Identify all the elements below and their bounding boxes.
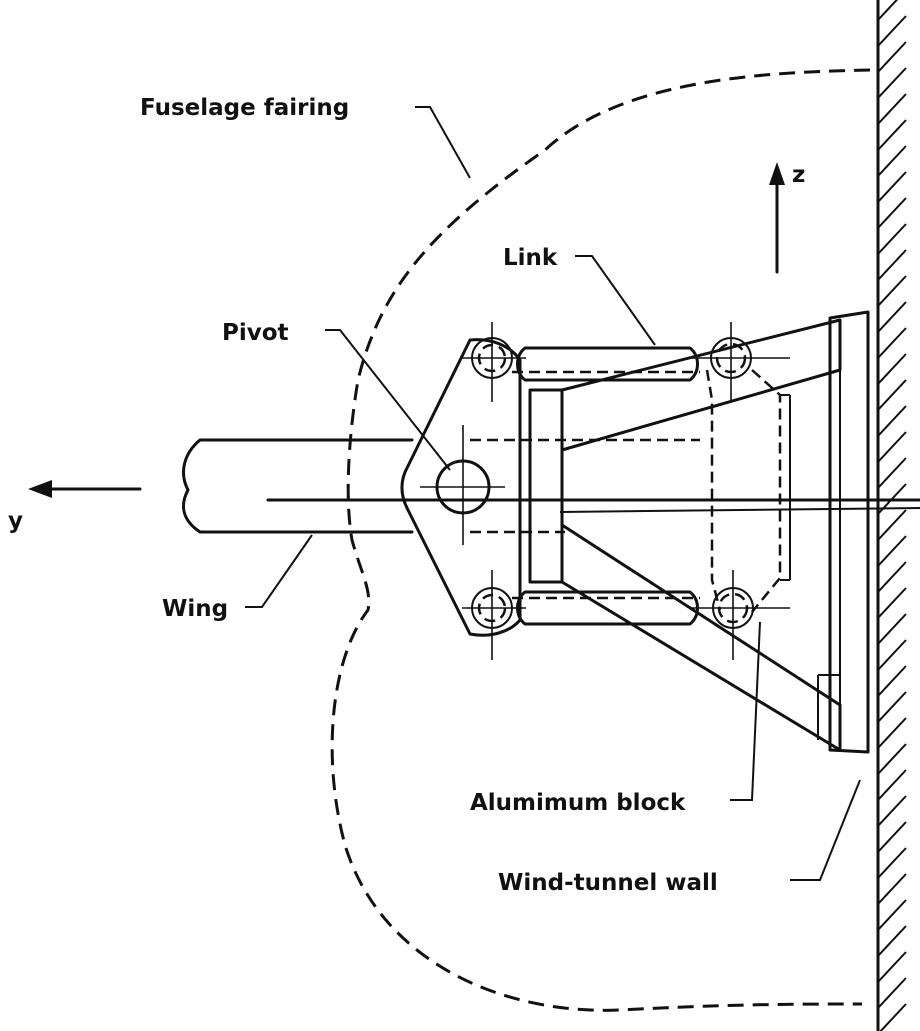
wall-hatch-line bbox=[877, 613, 907, 645]
wall-hatch-line bbox=[877, 327, 907, 359]
wall-hatch-line bbox=[879, 1003, 907, 1031]
support-bracket bbox=[560, 310, 870, 754]
wing bbox=[182, 438, 920, 534]
wall-hatch-line bbox=[877, 509, 907, 541]
wall-hatch-line bbox=[877, 821, 907, 853]
wall-hatch-line bbox=[877, 743, 907, 775]
label-aluminum-block: Alumimum block bbox=[470, 790, 686, 816]
leader-aluminum-block bbox=[730, 621, 761, 801]
leader-wing bbox=[245, 534, 313, 608]
leader-wind-tunnel-wall bbox=[790, 779, 861, 881]
axis-z-arrow bbox=[769, 162, 785, 274]
wall-hatch-line bbox=[877, 379, 907, 411]
wall-hatch-line bbox=[877, 665, 907, 697]
wall-hatch-line bbox=[877, 249, 907, 281]
wall-hatch-line bbox=[877, 639, 907, 671]
label-pivot: Pivot bbox=[222, 320, 289, 346]
lower-link bbox=[462, 570, 790, 660]
label-wind-tunnel-wall: Wind-tunnel wall bbox=[498, 870, 718, 896]
wall-hatch-line bbox=[877, 691, 907, 723]
wall-hatch-line bbox=[877, 145, 907, 177]
leader-link bbox=[575, 255, 656, 346]
aluminum-block bbox=[705, 369, 791, 613]
wall-hatch-line bbox=[877, 587, 907, 619]
wall-hatch-line bbox=[877, 67, 907, 99]
label-link: Link bbox=[503, 245, 558, 271]
wall-hatch-line bbox=[877, 353, 907, 385]
wall-hatch-line bbox=[877, 41, 907, 73]
fuselage-fairing-outline bbox=[330, 68, 871, 1012]
wall-hatch-line bbox=[877, 535, 907, 567]
wall-hatch-line bbox=[877, 431, 907, 463]
wall-hatch-line bbox=[877, 951, 907, 983]
leader-fuselage-fairing bbox=[415, 106, 471, 179]
wind-tunnel-wall bbox=[876, 0, 907, 1031]
wall-hatch-line bbox=[877, 197, 907, 229]
wall-hatch-line bbox=[877, 899, 907, 931]
label-wing: Wing bbox=[162, 596, 228, 622]
pivot-plate bbox=[400, 338, 522, 637]
wall-hatch-line bbox=[877, 301, 907, 333]
wall-hatch-line bbox=[877, 977, 907, 1009]
wall-hatch-line bbox=[877, 925, 907, 957]
wall-hatch-line bbox=[877, 847, 907, 879]
wall-hatch-line bbox=[877, 717, 907, 749]
wall-hatch-line bbox=[877, 119, 907, 151]
label-axis-y: y bbox=[8, 508, 23, 534]
wall-hatch-line bbox=[877, 769, 907, 801]
upper-link bbox=[462, 322, 790, 402]
wall-hatch-line bbox=[877, 15, 907, 47]
wall-hatch-line bbox=[877, 873, 907, 905]
wall-hatch-line bbox=[877, 457, 907, 489]
wall-hatch-line bbox=[877, 0, 899, 21]
label-axis-z: z bbox=[792, 162, 805, 188]
wall-hatch-line bbox=[877, 223, 907, 255]
wall-hatch-line bbox=[877, 795, 907, 827]
label-fuselage-fairing: Fuselage fairing bbox=[140, 95, 349, 121]
wall-hatch-line bbox=[877, 275, 907, 307]
wall-hatch-line bbox=[877, 171, 907, 203]
leader-pivot bbox=[325, 329, 451, 471]
axis-y-arrow bbox=[28, 480, 142, 498]
wall-hatch-line bbox=[877, 561, 907, 593]
wall-hatch-line bbox=[877, 93, 907, 125]
wall-hatch-line bbox=[877, 405, 907, 437]
